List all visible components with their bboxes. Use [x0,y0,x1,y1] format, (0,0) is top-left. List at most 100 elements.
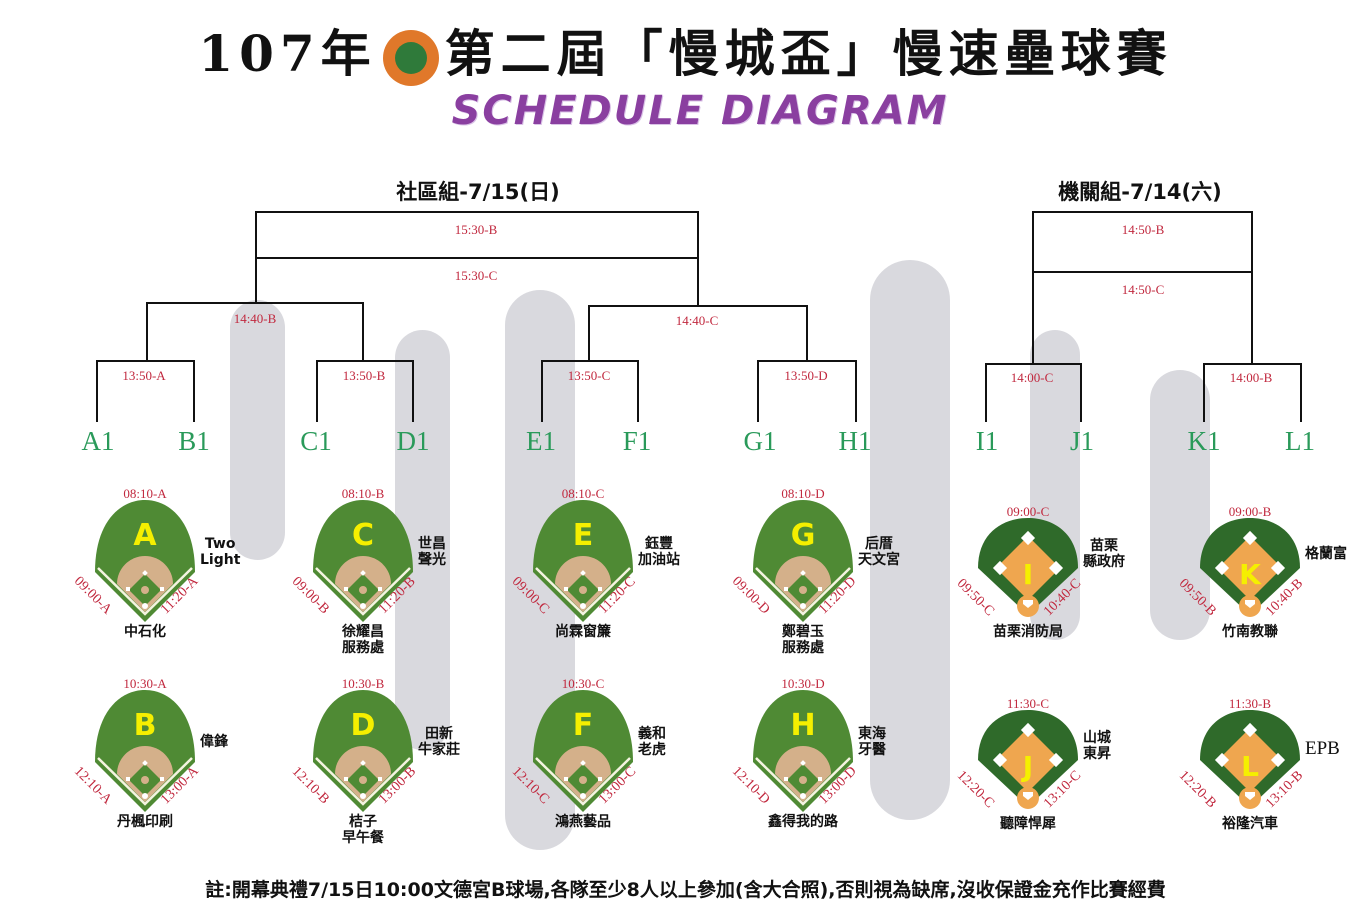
slot-label: J1 [1069,426,1095,456]
field-letter: F [572,708,594,743]
bracket-line [1032,211,1253,213]
bottom-team: 竹南教聯 [1222,624,1278,640]
bracket-line [806,305,808,360]
bottom-team: 裕隆汽車 [1222,816,1278,832]
slot-label: I1 [975,426,999,456]
player-silhouette [230,300,285,560]
field-letter: C [351,518,375,553]
right-team: 格蘭富 [1305,546,1347,562]
baseball-field-icon [313,690,413,812]
field-letter: I [1022,558,1034,591]
top-game-time: 09:00-B [1228,504,1272,519]
field-letter: K [1239,558,1261,591]
bottom-team: 苗栗消防局 [993,624,1063,640]
bracket-line [1203,363,1205,422]
right-team: 田新 牛家莊 [418,726,460,758]
field-letter: G [790,518,816,553]
baseball-field-icon [1200,518,1300,617]
bracket-time-c-qf-c: 13:50-C [567,368,611,383]
right-team: 偉鋒 [200,734,228,750]
baseball-field-icon [95,500,195,622]
bracket-line [255,257,699,259]
bracket-time-c-final-c: 15:30-C [454,268,498,283]
bracket-line [412,360,414,422]
baseball-field-icon [533,500,633,622]
bracket-line [1032,271,1253,273]
baseball-field-icon [313,500,413,622]
top-game-time: 10:30-C [561,676,605,691]
top-game-time: 08:10-C [561,486,605,501]
top-game-time: 08:10-B [341,486,385,501]
bracket-time-c-qf-a: 13:50-A [122,368,166,383]
right-team: 東海 牙醫 [858,726,886,758]
slot-label: G1 [743,426,777,456]
bracket-line [146,302,364,304]
right-team: 鈺豐 加油站 [638,536,680,568]
bottom-team: 中石化 [124,624,166,640]
bracket-line [1080,363,1082,422]
right-team: 山城 東昇 [1083,730,1111,762]
bracket-time-c-qf-b: 13:50-B [342,368,386,383]
subtitle: SCHEDULE DIAGRAM [451,88,949,134]
bracket-time-c-final-b: 15:30-B [454,222,498,237]
bracket-line [855,360,857,422]
baseball-field-icon [753,690,853,812]
slot-label: A1 [81,426,115,456]
bracket-line [757,360,759,422]
slot-label: H1 [838,426,872,456]
top-game-time: 10:30-A [123,676,167,691]
field-letter: A [133,518,157,553]
top-game-time: 09:00-C [1006,504,1050,519]
slot-label: F1 [622,426,652,456]
page-title: 107年 第二屆「慢城盃」慢速壘球賽 [0,14,1371,86]
title-year: 107年 [198,24,377,83]
bracket-time-a-semi-right: 14:00-B [1229,370,1273,385]
bracket-time-c-qf-d: 13:50-D [784,368,828,383]
bracket-line [757,360,857,362]
top-game-time: 11:30-C [1006,696,1050,711]
bottom-team: 鴻燕藝品 [555,814,611,830]
baseball-field-icon [95,690,195,812]
baseball-field-icon [978,710,1078,809]
bottom-team: 丹楓印刷 [117,814,173,830]
bracket-time-a-final-b: 14:50-B [1121,222,1165,237]
bracket-line [255,211,699,213]
baseball-field-icon [533,690,633,812]
footer-note: 註:開幕典禮7/15日10:00文德宮B球場,各隊至少8人以上參加(含大合照),… [205,879,1166,901]
logo-icon [382,30,439,86]
top-game-time: 08:10-A [123,486,167,501]
field-letter: H [790,708,816,743]
baseball-field-icon [753,500,853,622]
bracket-line [1300,363,1302,422]
slot-label: L1 [1285,426,1315,456]
bracket-line [146,302,148,360]
bottom-team: 徐耀昌 服務處 [342,624,384,656]
bracket-line [541,360,543,422]
slot-label: C1 [300,426,332,456]
bracket-line [1251,211,1253,363]
bracket-line [255,211,257,302]
bracket-line [985,363,987,422]
top-game-time: 10:30-D [781,676,825,691]
bracket-line [96,360,195,362]
field-letter: D [350,708,376,743]
bracket-time-a-final-c: 14:50-C [1121,282,1165,297]
bracket-line [362,302,364,360]
agency-group-header: 機關組-7/14(六) [1058,180,1222,204]
bottom-team: 桔子 早午餐 [342,814,384,846]
bracket-line [541,360,639,362]
field-letter: E [572,518,594,553]
bracket-time-c-semi-left: 14:40-B [233,311,277,326]
bracket-line [316,360,318,422]
bracket-line [985,363,1082,365]
baseball-field-icon [978,518,1078,617]
title-main: 第二屆「慢城盃」慢速壘球賽 [444,24,1173,83]
bracket-line [316,360,414,362]
bottom-team: 尚霖窗簾 [555,624,611,640]
field-letter: B [133,708,157,743]
slot-label: K1 [1187,426,1221,456]
bracket-line [1032,211,1034,363]
slot-label: D1 [396,426,430,456]
bottom-team: 聽障悍犀 [1000,816,1056,832]
player-silhouette [1150,370,1210,640]
